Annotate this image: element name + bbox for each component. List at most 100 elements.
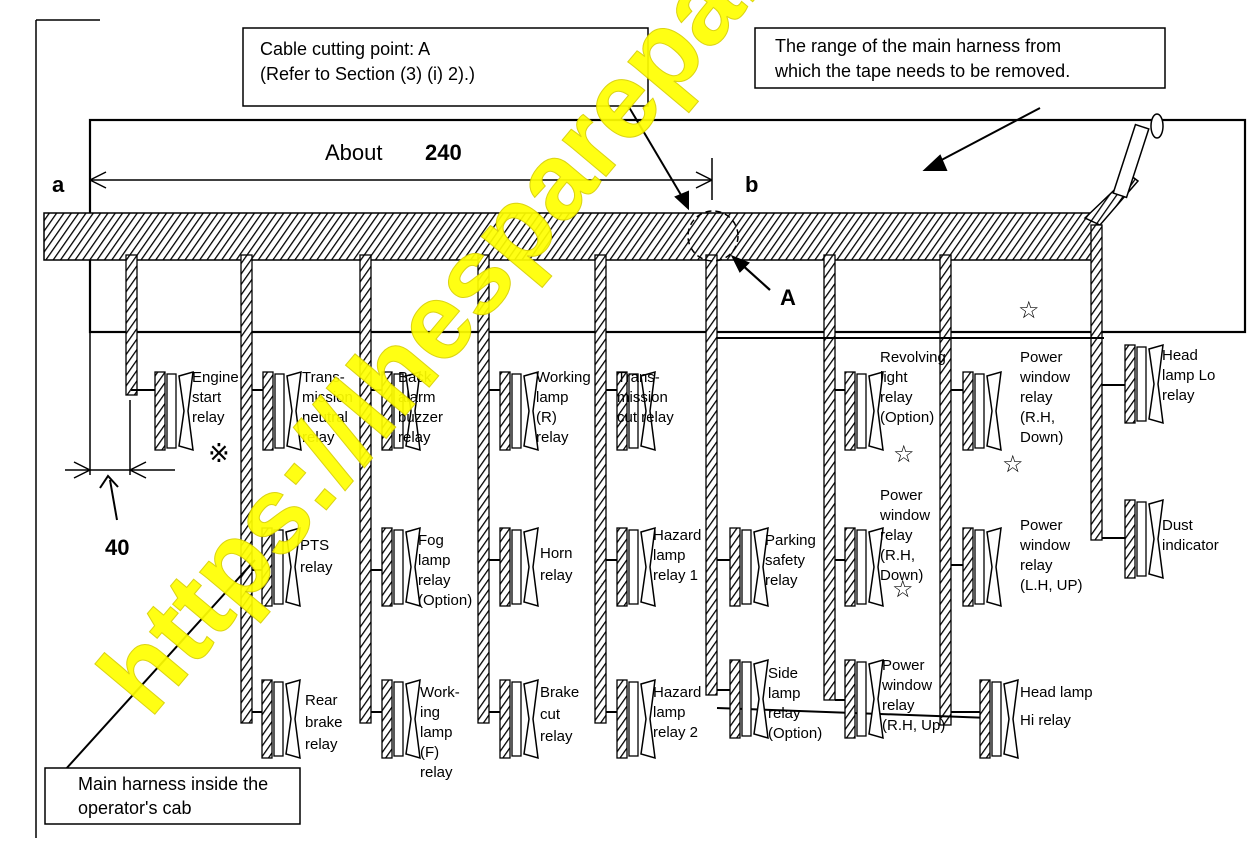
relay-connector bbox=[499, 679, 511, 759]
relay-label-line: lamp Lo bbox=[1162, 367, 1215, 384]
relay-label-line: Power bbox=[1020, 517, 1063, 534]
relay-label-line: Horn bbox=[540, 545, 573, 562]
relay-socket bbox=[511, 373, 522, 449]
relay-label-line: Head bbox=[1162, 347, 1198, 364]
relay-label-line: mission bbox=[617, 389, 668, 406]
relay-label-line: lamp bbox=[653, 704, 686, 721]
relay-connector bbox=[729, 659, 741, 739]
relay-label-line: cut bbox=[540, 706, 561, 723]
relay-socket bbox=[273, 529, 284, 605]
relay-label-line: window bbox=[1019, 537, 1070, 554]
star-mark: ☆ bbox=[1018, 297, 1040, 324]
relay-label-line: Work- bbox=[420, 684, 460, 701]
relay-body bbox=[178, 370, 194, 452]
relay-label-line: Back bbox=[398, 369, 432, 386]
main-harness-callout-box bbox=[44, 767, 301, 825]
relay-connector bbox=[262, 371, 274, 451]
point-a-label: a bbox=[52, 172, 65, 197]
relay-label-line: Side bbox=[768, 665, 798, 682]
relay-label-line: (R.H, bbox=[1020, 409, 1055, 426]
page-frame bbox=[35, 19, 100, 838]
cut-point-callout-box bbox=[242, 27, 649, 107]
relay-body bbox=[868, 370, 884, 452]
point-A-label: A bbox=[780, 285, 796, 310]
relay-body bbox=[986, 370, 1002, 452]
relay-body bbox=[868, 658, 884, 740]
relay-connector bbox=[381, 527, 393, 607]
relay-body bbox=[285, 526, 301, 608]
relay-connector bbox=[844, 371, 856, 451]
relay-socket bbox=[393, 529, 404, 605]
relay-label-line: Parking bbox=[765, 532, 816, 549]
relay-connector bbox=[844, 527, 856, 607]
relay-body bbox=[640, 370, 656, 452]
relay-body bbox=[405, 526, 421, 608]
relay-socket bbox=[628, 681, 639, 757]
relay-connector bbox=[616, 527, 628, 607]
main-harness-bundle bbox=[43, 212, 1100, 261]
relay-connector bbox=[154, 371, 166, 451]
relay-body bbox=[986, 526, 1002, 608]
relay-label-line: relay bbox=[1020, 389, 1053, 406]
relay-socket bbox=[511, 681, 522, 757]
relay-body bbox=[523, 526, 539, 608]
relay-label-line: relay bbox=[305, 736, 338, 753]
relay-label-line: lamp bbox=[768, 685, 801, 702]
relay-socket bbox=[974, 529, 985, 605]
relay-label-line: relay bbox=[882, 697, 915, 714]
relay-label-line: lamp bbox=[653, 547, 686, 564]
relay-connector bbox=[381, 371, 393, 451]
relay-label-line: Brake bbox=[540, 684, 579, 701]
range-callout-text: The range of the main harness from which… bbox=[774, 36, 1070, 81]
relay-label-line: relay bbox=[1162, 387, 1195, 404]
relay-connector bbox=[729, 527, 741, 607]
drop-wires bbox=[125, 224, 1103, 726]
relay-label-line: Trans- bbox=[617, 369, 660, 386]
relay-socket bbox=[628, 373, 639, 449]
relay-head-lo: Head lamp Lo relay bbox=[1124, 343, 1215, 425]
relay-label-line: relay bbox=[880, 527, 913, 544]
relay-socket bbox=[991, 681, 1002, 757]
relay-label-line: (R) bbox=[536, 409, 557, 426]
relay-label-line: Down) bbox=[880, 567, 923, 584]
cut-point-line-2: (Refer to Section (3) (i) 2).) bbox=[260, 64, 475, 84]
relay-label-line: light bbox=[880, 369, 908, 386]
relay-socket bbox=[273, 681, 284, 757]
relay-body bbox=[753, 526, 769, 608]
relay-socket bbox=[1136, 346, 1147, 422]
relay-label-line: Hazard bbox=[653, 684, 701, 701]
relay-label-line: Head lamp bbox=[1020, 684, 1093, 701]
relay-socket bbox=[856, 661, 867, 737]
relay-body bbox=[405, 678, 421, 760]
relay-body bbox=[640, 526, 656, 608]
relay-label-line: (R.H, bbox=[880, 547, 915, 564]
relay-label-line: window bbox=[1019, 369, 1070, 386]
range-line-2: which the tape needs to be removed. bbox=[774, 61, 1070, 81]
relay-label-line: relay 2 bbox=[653, 724, 698, 741]
relay-socket bbox=[974, 373, 985, 449]
relay-label-line: lamp bbox=[418, 552, 451, 569]
relay-label-line: start bbox=[192, 389, 222, 406]
relay-label-line: Hi relay bbox=[1020, 712, 1071, 729]
dimension-lines bbox=[65, 158, 713, 521]
relay-label-line: window bbox=[881, 677, 932, 694]
relay-label-line: relay bbox=[398, 429, 431, 446]
relay-connector bbox=[979, 679, 991, 759]
relay-socket bbox=[393, 373, 404, 449]
relay-label-line: brake bbox=[305, 714, 343, 731]
relay-label-line: Down) bbox=[1020, 429, 1063, 446]
relay-socket bbox=[628, 529, 639, 605]
relay-label-line: (L.H, UP) bbox=[1020, 577, 1083, 594]
relay-connector bbox=[962, 527, 974, 607]
relay-label-line: relay bbox=[765, 572, 798, 589]
